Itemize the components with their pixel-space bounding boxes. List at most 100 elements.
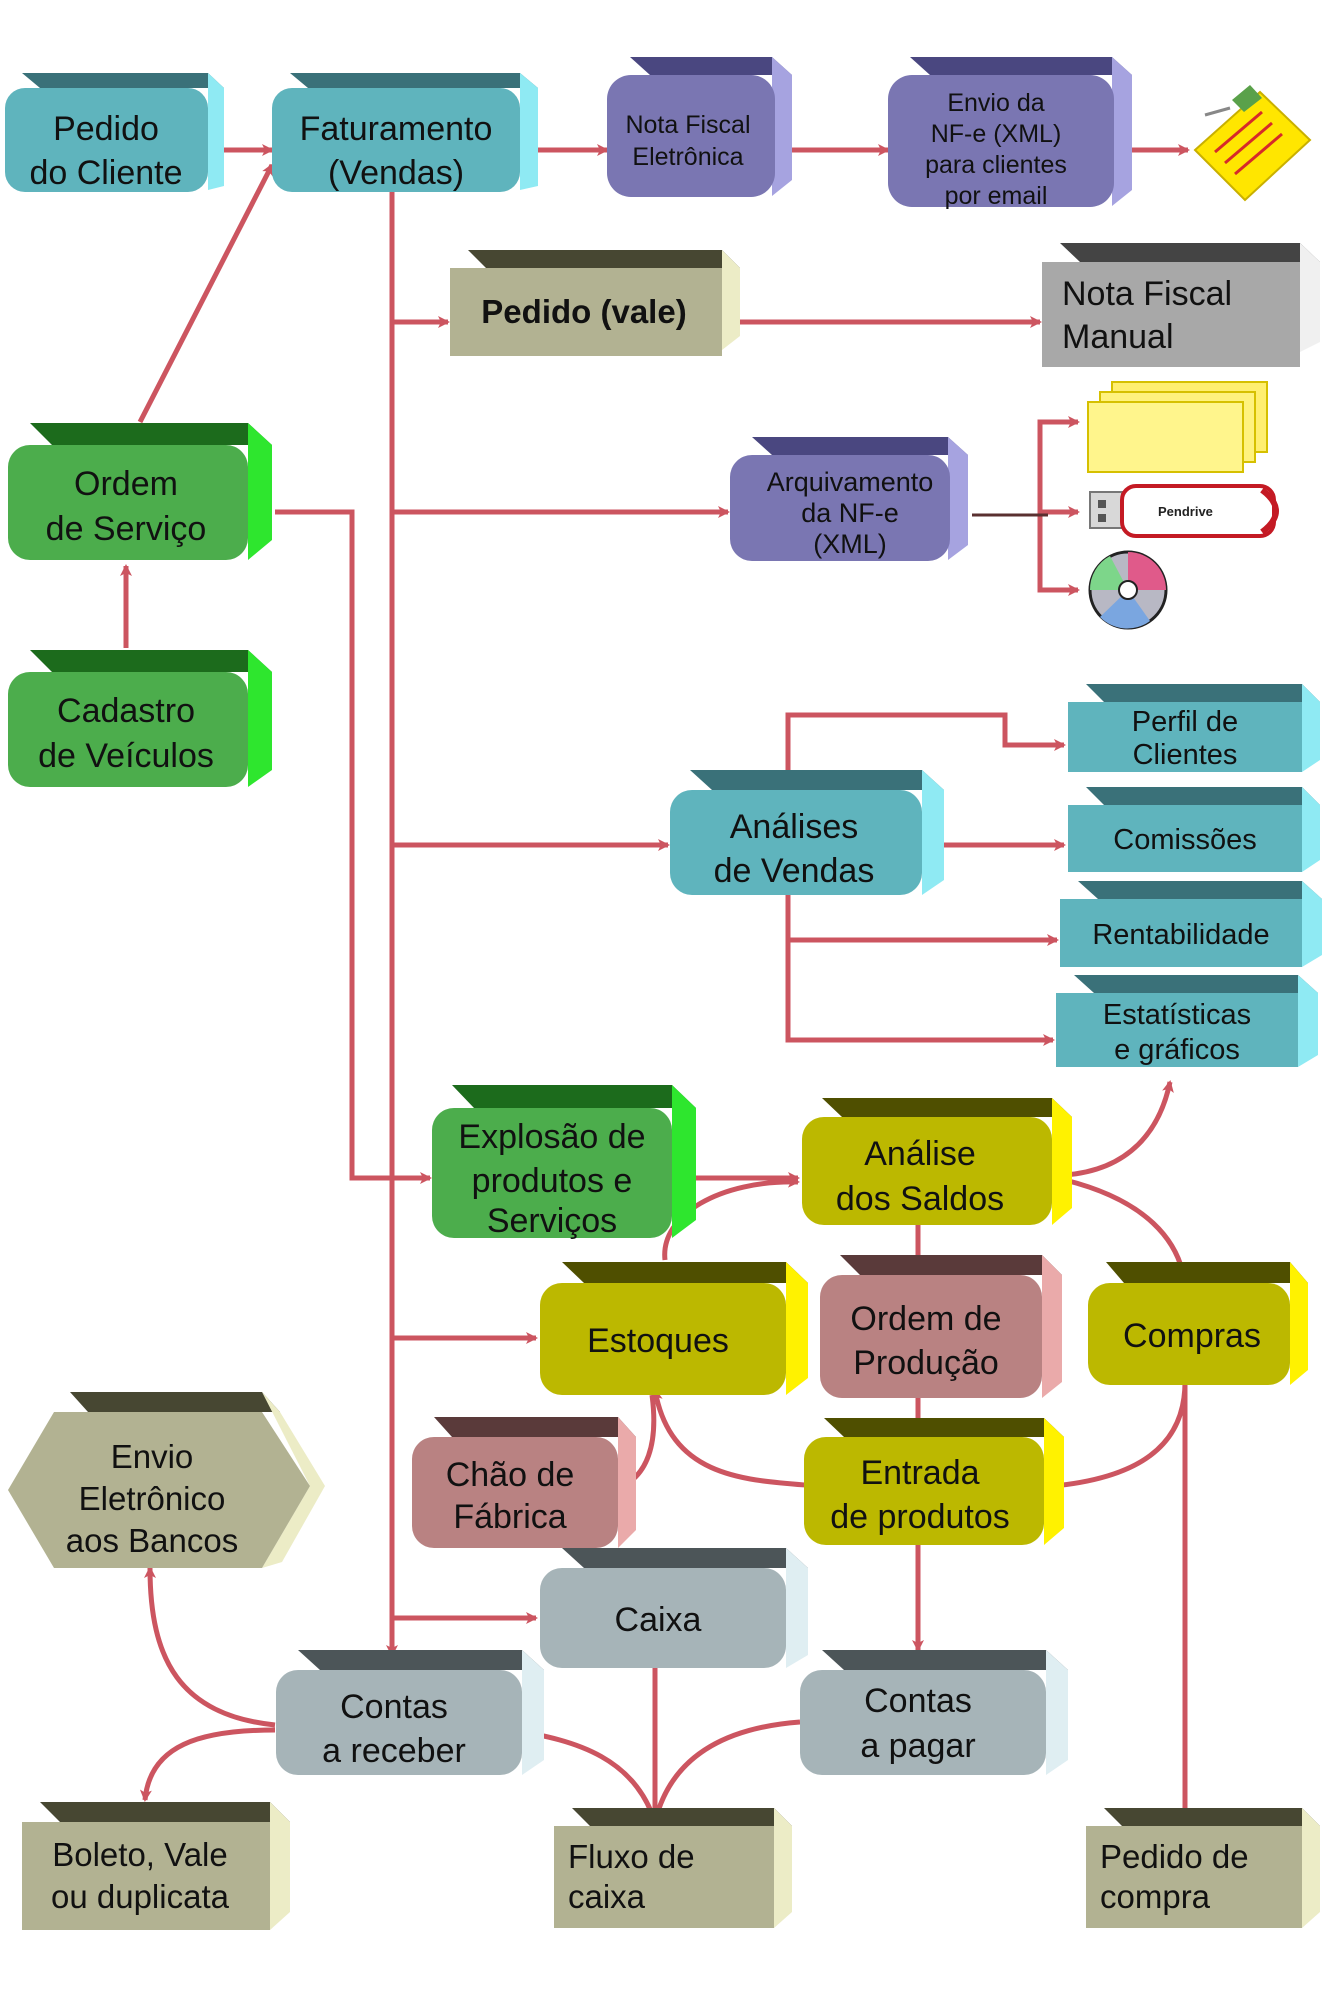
node-nota-fiscal-manual-line-1: Nota Fiscal — [1062, 275, 1232, 313]
node-arquivamento-nfe-line-1: Arquivamento — [767, 467, 934, 497]
node-faturamento-line-2: (Vendas) — [328, 154, 464, 192]
node-estatisticas[interactable]: Estatísticas e gráficos — [1056, 975, 1318, 1067]
node-explosao-produtos-line-2: produtos e — [472, 1162, 633, 1200]
node-envio-nfe-line-2: NF-e (XML) — [931, 120, 1062, 148]
node-pedido-cliente[interactable]: Pedido do Cliente — [5, 73, 224, 192]
node-fluxo-caixa-line-1: Fluxo de — [568, 1838, 695, 1875]
node-boleto[interactable]: Boleto, Vale ou duplicata — [22, 1802, 290, 1930]
node-envio-nfe-line-3: para clientes — [925, 151, 1067, 179]
node-estatisticas-line-2: e gráficos — [1114, 1034, 1240, 1066]
node-nota-fiscal-eletronica[interactable]: Nota Fiscal Eletrônica — [607, 57, 792, 197]
node-envio-bancos[interactable]: Envio Eletrônico aos Bancos — [8, 1392, 325, 1568]
connector-os-explosao — [275, 509, 432, 1184]
node-compras-label: Compras — [1123, 1317, 1261, 1355]
connector-entrada-estoques — [650, 1388, 806, 1488]
node-nota-fiscal-eletronica-line-1: Nota Fiscal — [625, 111, 750, 139]
node-rentabilidade[interactable]: Rentabilidade — [1060, 881, 1322, 967]
node-analise-saldos[interactable]: Análise dos Saldos — [802, 1098, 1072, 1225]
connector-arq-cd — [1037, 512, 1080, 596]
pendrive-label: Pendrive — [1158, 504, 1213, 519]
node-ordem-servico[interactable]: Ordem de Serviço — [8, 423, 272, 560]
node-fluxo-caixa-line-2: caixa — [568, 1878, 646, 1915]
node-envio-nfe-line-4: por email — [945, 182, 1048, 210]
node-envio-bancos-line-1: Envio — [111, 1438, 194, 1475]
node-envio-bancos-line-3: aos Bancos — [66, 1522, 238, 1559]
connector-estoques-saldos — [662, 1175, 800, 1261]
node-estatisticas-line-1: Estatísticas — [1103, 999, 1251, 1031]
node-analises-vendas-line-2: de Vendas — [714, 852, 875, 890]
connector-pagar-fluxo — [651, 1719, 801, 1824]
connector-receber-boleto — [139, 1727, 276, 1802]
node-perfil-clientes-line-2: Clientes — [1133, 739, 1238, 771]
node-pedido-compra[interactable]: Pedido de compra — [1086, 1808, 1320, 1928]
node-envio-nfe-line-1: Envio da — [947, 89, 1044, 117]
pendrive-icon: Pendrive — [1089, 484, 1279, 538]
node-contas-pagar[interactable]: Contas a pagar — [800, 1650, 1068, 1775]
node-envio-bancos-line-2: Eletrônico — [79, 1480, 226, 1517]
node-chao-fabrica-line-1: Chão de — [446, 1456, 575, 1494]
node-nota-fiscal-eletronica-line-2: Eletrônica — [632, 143, 743, 171]
connector-analises-perfil — [785, 712, 1066, 770]
node-explosao-produtos[interactable]: Explosão de produtos e Serviços — [432, 1085, 696, 1240]
node-faturamento[interactable]: Faturamento (Vendas) — [272, 73, 538, 192]
node-pedido-compra-line-2: compra — [1100, 1878, 1211, 1915]
connector-os-faturamento — [137, 163, 275, 424]
node-caixa-label: Caixa — [615, 1601, 702, 1639]
node-estoques-label: Estoques — [587, 1322, 729, 1360]
node-contas-receber-line-1: Contas — [340, 1688, 448, 1726]
node-arquivamento-nfe-line-3: (XML) — [813, 529, 887, 559]
node-cadastro-veiculos-line-1: Cadastro — [57, 692, 195, 730]
node-pedido-compra-line-1: Pedido de — [1100, 1838, 1249, 1875]
node-contas-receber[interactable]: Contas a receber — [276, 1650, 544, 1775]
node-ordem-producao[interactable]: Ordem de Produção — [820, 1255, 1062, 1398]
node-arquivamento-nfe[interactable]: Arquivamento da NF-e (XML) — [730, 437, 968, 561]
connector-analises-estatisticas — [785, 940, 1055, 1046]
node-entrada-produtos-line-1: Entrada — [860, 1454, 979, 1492]
node-pedido-cliente-line-1: Pedido — [53, 110, 159, 148]
node-contas-pagar-line-1: Contas — [864, 1682, 972, 1720]
node-caixa[interactable]: Caixa — [540, 1548, 808, 1668]
node-ordem-producao-line-1: Ordem de — [850, 1300, 1001, 1338]
node-faturamento-line-1: Faturamento — [300, 110, 493, 148]
node-ordem-servico-line-2: de Serviço — [46, 510, 207, 548]
node-analises-vendas-line-1: Análises — [730, 808, 859, 846]
node-analise-saldos-line-2: dos Saldos — [836, 1180, 1004, 1218]
node-boleto-line-2: ou duplicata — [51, 1878, 230, 1915]
node-explosao-produtos-line-1: Explosão de — [458, 1118, 645, 1156]
email-icon — [1193, 85, 1312, 202]
node-cadastro-veiculos-line-2: de Veículos — [38, 737, 214, 775]
node-boleto-line-1: Boleto, Vale — [52, 1836, 228, 1873]
node-analises-vendas[interactable]: Análises de Vendas — [670, 770, 944, 895]
node-pedido-cliente-line-2: do Cliente — [29, 154, 182, 192]
node-ordem-servico-line-1: Ordem — [74, 465, 178, 503]
node-comissoes[interactable]: Comissões — [1068, 787, 1320, 872]
node-estoques[interactable]: Estoques — [540, 1262, 808, 1395]
node-arquivamento-nfe-line-2: da NF-e — [801, 498, 899, 528]
cd-icon — [1088, 550, 1168, 630]
connector-saldos-estatisticas — [1064, 1080, 1174, 1178]
node-ordem-producao-line-2: Produção — [853, 1344, 999, 1382]
node-analise-saldos-line-1: Análise — [864, 1135, 976, 1173]
node-pedido-vale[interactable]: Pedido (vale) — [450, 250, 740, 356]
node-contas-pagar-line-2: a pagar — [860, 1727, 975, 1765]
papers-icon — [1087, 381, 1268, 473]
node-compras[interactable]: Compras — [1088, 1262, 1308, 1385]
node-nota-fiscal-manual[interactable]: Nota Fiscal Manual — [1042, 243, 1320, 367]
node-entrada-produtos-line-2: de produtos — [830, 1498, 1010, 1536]
node-perfil-clientes[interactable]: Perfil de Clientes — [1068, 684, 1320, 772]
node-contas-receber-line-2: a receber — [322, 1732, 466, 1770]
node-chao-fabrica-line-2: Fábrica — [453, 1498, 566, 1536]
node-envio-nfe[interactable]: Envio da NF-e (XML) para clientes por em… — [888, 57, 1132, 210]
node-cadastro-veiculos[interactable]: Cadastro de Veículos — [8, 650, 272, 787]
node-rentabilidade-label: Rentabilidade — [1092, 919, 1269, 951]
connector-arq-papeis — [1037, 416, 1080, 512]
node-fluxo-caixa[interactable]: Fluxo de caixa — [554, 1808, 792, 1928]
node-pedido-vale-label: Pedido (vale) — [481, 293, 686, 330]
node-nota-fiscal-manual-line-2: Manual — [1062, 318, 1174, 356]
connector-analises-rentabilidade — [785, 890, 1059, 946]
node-entrada-produtos[interactable]: Entrada de produtos — [804, 1418, 1064, 1545]
node-explosao-produtos-line-3: Serviços — [487, 1202, 617, 1240]
connector-receber-bancos — [144, 1566, 276, 1728]
node-chao-fabrica[interactable]: Chão de Fábrica — [412, 1417, 636, 1548]
